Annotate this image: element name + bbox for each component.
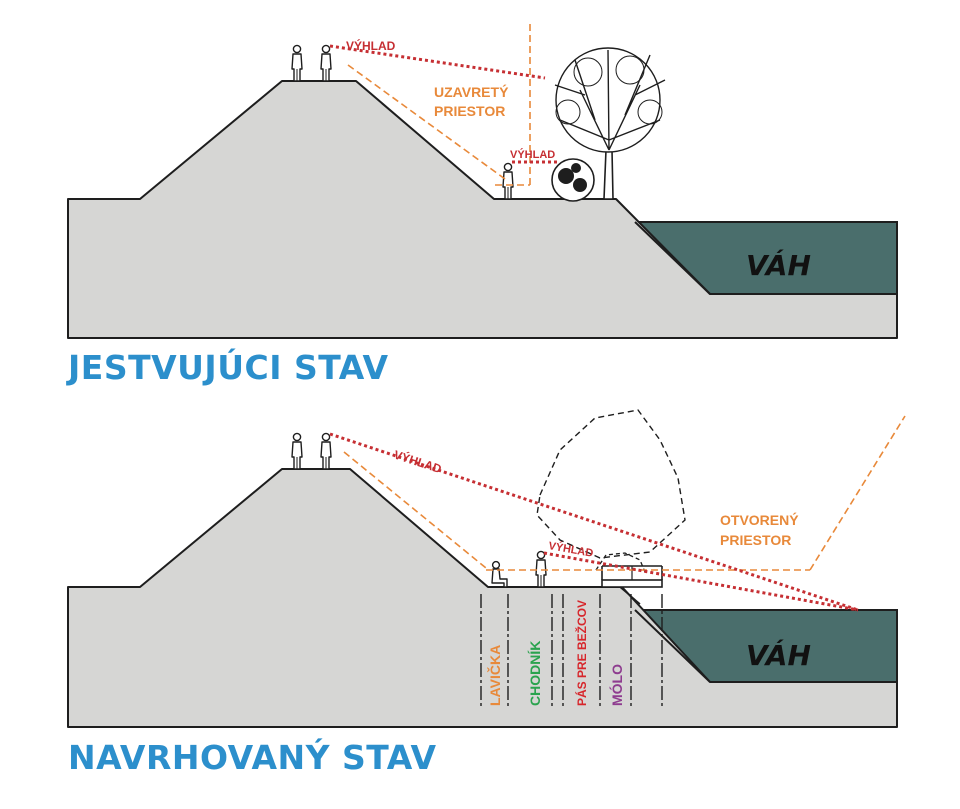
riverbed-line — [634, 221, 711, 295]
space-label-line1: OTVORENÝ — [720, 511, 799, 528]
tree-icon — [554, 47, 666, 200]
embankment-ground — [67, 468, 898, 728]
bush-icon — [551, 158, 595, 202]
removed-bush-outline — [595, 552, 646, 573]
embankment-ground — [67, 80, 898, 339]
view-label-low: VÝHLAD — [510, 148, 555, 161]
zone-label-path: CHODNÍK — [527, 641, 543, 706]
view-label-low: VÝHLAD — [547, 539, 594, 560]
removed-tree-outline — [536, 409, 686, 559]
space-boundary-lines — [347, 22, 531, 186]
river-label: VÁH — [746, 638, 811, 672]
view-lines — [329, 44, 558, 164]
view-lines — [329, 432, 859, 612]
person-icon — [320, 432, 332, 470]
zone-label-bench: LAVIČKA — [486, 645, 503, 706]
space-label-line2: PRIESTOR — [434, 103, 505, 119]
person-icon — [291, 432, 303, 470]
space-label-line2: PRIESTOR — [720, 532, 791, 548]
proposed-section: VÝHLAD VÝHLAD OTVORENÝ PRIESTOR VÁH LAVI… — [67, 409, 906, 728]
riverbed-line — [634, 609, 711, 683]
space-boundary-lines — [343, 415, 906, 571]
zone-dividers — [480, 594, 663, 706]
river-label: VÁH — [746, 248, 811, 282]
view-label-top: VÝHLAD — [392, 447, 444, 477]
person-icon — [320, 44, 332, 82]
proposed-title: NAVRHOVANÝ STAV — [68, 738, 437, 777]
zone-label-pier: MÓLO — [608, 664, 625, 706]
existing-section: VÝHLAD VÝHLAD UZAVRETÝ PRIESTOR VÁH — [67, 22, 898, 339]
person-icon — [291, 44, 303, 82]
person-icon — [502, 162, 514, 200]
seated-person-icon — [491, 560, 508, 588]
existing-title: JESTVUJÚCI STAV — [68, 348, 389, 387]
pier-deck — [601, 565, 663, 605]
space-label-line1: UZAVRETÝ — [434, 83, 509, 100]
zone-label-runners: PÁS PRE BEŽCOV — [574, 600, 589, 706]
view-label-top: VÝHLAD — [346, 38, 396, 53]
